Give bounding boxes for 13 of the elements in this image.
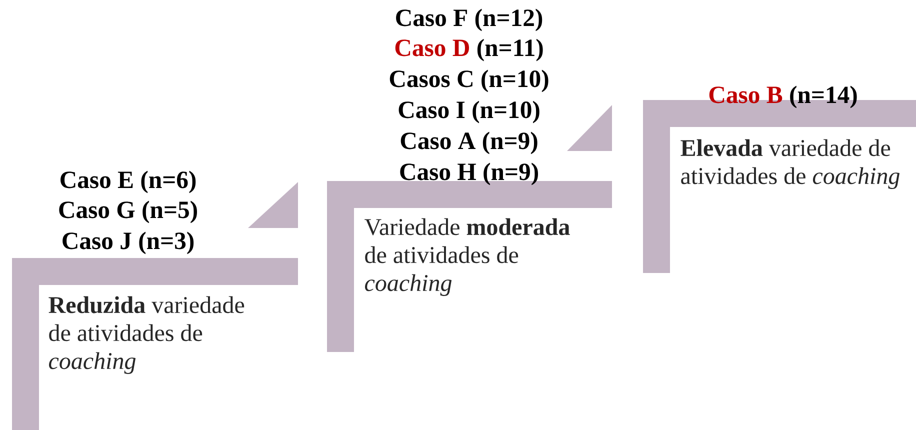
case-label: Caso J (n=3) xyxy=(62,232,194,254)
case-label: Caso I (n=10) xyxy=(398,100,540,124)
description-text: Elevada variedade de atividades de coaching xyxy=(680,139,900,190)
case-label: Caso F (n=12) xyxy=(396,8,542,32)
description-text: Variedade moderada de atividades de coaching xyxy=(364,218,570,296)
case-label: Casos C (n=10) xyxy=(390,70,548,92)
case-label: Caso G (n=5) xyxy=(59,200,197,224)
case-label: Caso H (n=9) xyxy=(400,162,538,186)
case-label: Caso D (n=11) xyxy=(395,38,543,62)
description-text: Reduzida variedade de atividades de coaching xyxy=(48,296,244,374)
case-label: Caso E (n=6) xyxy=(60,170,196,194)
case-label: Caso B (n=14) xyxy=(709,86,857,108)
case-label: Caso A (n=9) xyxy=(400,132,538,154)
